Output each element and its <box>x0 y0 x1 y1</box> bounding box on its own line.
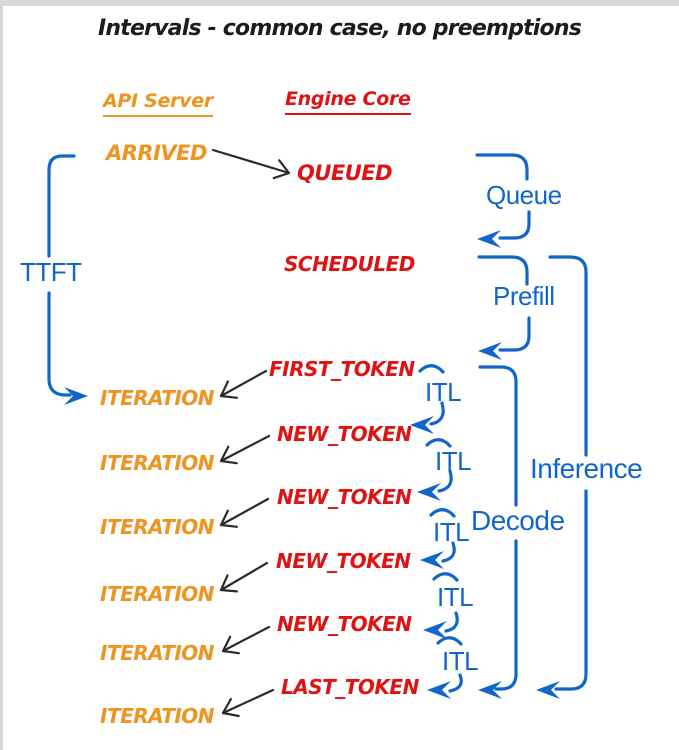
ttft-bracket-top <box>47 154 76 258</box>
arrow-new-token-3-to-iteration-head <box>219 574 238 593</box>
event-first-token: FIRST_TOKEN <box>269 357 415 381</box>
itl-hook-3 <box>441 541 456 563</box>
arrow-new-token-2-to-iteration-head <box>219 509 238 528</box>
itl-curve-4 <box>432 572 459 582</box>
interval-label-decode: Decode <box>471 505 565 536</box>
itl-curve-5 <box>436 636 463 646</box>
itl-hook-5 <box>448 673 463 693</box>
interval-label-itl-3: ITL <box>433 517 470 547</box>
interval-label-itl-2: ITL <box>435 446 472 476</box>
ttft-arrowhead <box>64 387 88 405</box>
interval-label-ttft: TTFT <box>20 257 82 287</box>
queue-bracket-top <box>475 153 529 181</box>
event-iteration-6: ITERATION <box>100 704 215 728</box>
itl-arrowhead-2 <box>417 483 441 501</box>
itl-curve-3 <box>429 508 456 518</box>
interval-label-itl-1: ITL <box>425 377 462 407</box>
inference-bracket-bottom <box>554 489 588 691</box>
event-iteration-4: ITERATION <box>100 582 215 606</box>
diagram-title: Intervals - common case, no preemptions <box>97 16 582 41</box>
itl-hook-4 <box>444 611 459 633</box>
arrow-last-token-to-iteration-head <box>221 698 240 718</box>
event-scheduled: SCHEDULED <box>284 252 415 276</box>
inference-arrowhead <box>536 681 560 699</box>
itl-arrowhead-4 <box>423 621 447 639</box>
event-iteration-1: ITERATION <box>100 386 215 410</box>
interval-label-queue: Queue <box>486 180 562 210</box>
itl-curve-2 <box>425 438 452 448</box>
interval-label-prefill: Prefill <box>493 281 555 311</box>
event-last-token: LAST_TOKEN <box>281 675 419 699</box>
arrow-new-token-4-to-iteration-head <box>221 635 240 655</box>
arrow-new-token-3-to-iteration <box>219 561 269 592</box>
arrow-new-token-4-to-iteration <box>221 625 271 653</box>
itl-arrowhead-3 <box>420 551 444 569</box>
interval-label-inference: Inference <box>530 453 643 484</box>
column-header-engine-core: Engine Core <box>285 88 411 115</box>
arrow-first-token-to-iteration <box>219 369 268 398</box>
itl-arrowhead-1 <box>410 416 434 434</box>
event-iteration-3: ITERATION <box>100 515 215 539</box>
itl-hook-2 <box>437 469 453 493</box>
event-arrived: ARRIVED <box>106 141 207 165</box>
prefill-arrowhead <box>478 342 502 360</box>
itl-hook-1 <box>429 401 445 426</box>
arrow-arrived-to-queued <box>211 148 291 175</box>
arrow-last-token-to-iteration <box>221 688 275 715</box>
arrow-new-token-1-to-iteration <box>219 434 271 463</box>
interval-label-itl-4: ITL <box>437 582 474 612</box>
event-queued: QUEUED <box>297 161 393 185</box>
prefill-bracket-bottom <box>498 316 531 352</box>
event-iteration-5: ITERATION <box>100 641 215 665</box>
queue-arrowhead <box>477 230 501 248</box>
event-new-token-1: NEW_TOKEN <box>277 422 412 446</box>
prefill-bracket-top <box>477 255 529 286</box>
window-edge-top <box>0 0 679 6</box>
arrow-first-token-to-iteration-head <box>219 380 238 399</box>
interval-label-itl-5: ITL <box>442 646 479 676</box>
arrow-new-token-2-to-iteration <box>219 497 270 527</box>
decode-arrowhead <box>478 681 502 699</box>
column-header-api-server: API Server <box>103 90 213 117</box>
ttft-bracket-bottom <box>47 291 72 397</box>
inference-bracket-top <box>548 255 588 457</box>
arrow-arrived-to-queued-head <box>272 159 291 180</box>
event-iteration-2: ITERATION <box>100 451 215 475</box>
decode-bracket-bottom <box>494 539 518 691</box>
arrow-new-token-1-to-iteration-head <box>219 445 238 465</box>
decode-bracket-top <box>478 365 518 507</box>
event-new-token-4: NEW_TOKEN <box>277 612 412 636</box>
queue-bracket-bottom <box>498 210 531 240</box>
window-edge-left <box>0 0 3 750</box>
itl-arrowhead-5 <box>427 681 451 699</box>
event-new-token-3: NEW_TOKEN <box>276 549 411 573</box>
event-new-token-2: NEW_TOKEN <box>277 485 412 509</box>
itl-curve-1 <box>418 364 445 374</box>
